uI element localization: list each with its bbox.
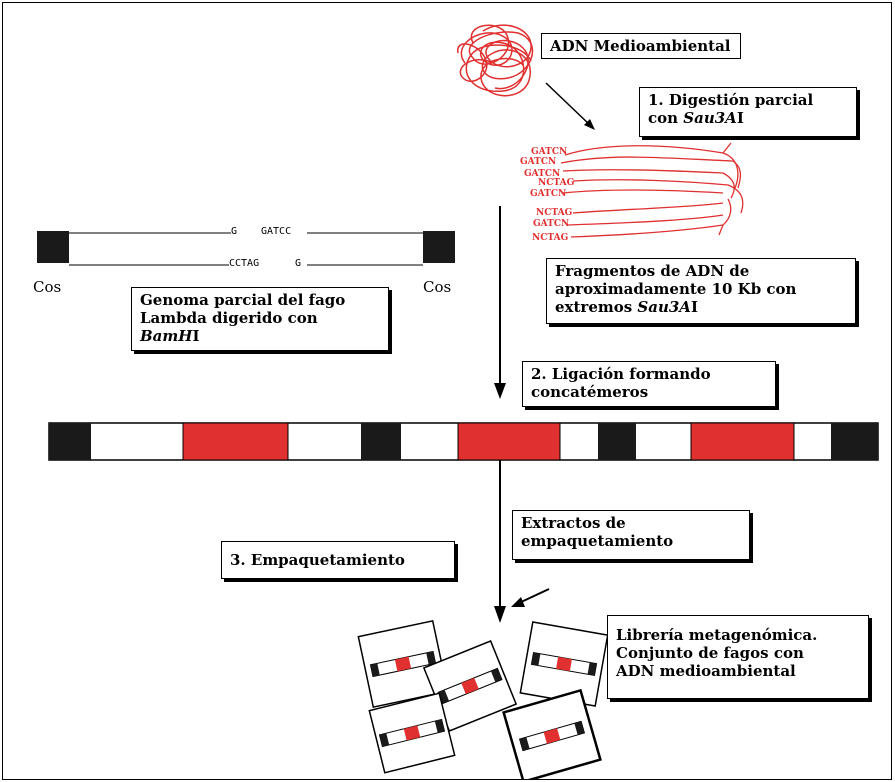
library-box: Librería metagenómica. Conjunto de fagos…: [607, 615, 869, 699]
step3-box: 3. Empaquetamiento: [221, 541, 455, 579]
fragment-end-label: NCTAG: [532, 233, 569, 243]
fragment-end-label: GATCN: [533, 219, 570, 229]
phage-1: [357, 619, 449, 709]
phage-5: [502, 688, 602, 779]
digestion-arrow: [545, 82, 595, 130]
concatemer: [48, 422, 879, 461]
fragment-end-label: GATCN: [530, 189, 567, 199]
step1-box: 1. Digestión parcial con Sau3AI: [639, 87, 857, 137]
seq-top-left: G: [231, 226, 238, 237]
seq-top-right: GATCC: [261, 226, 292, 237]
extracts-box: Extractos de empaquetamiento: [512, 510, 750, 560]
cos-left-label: Cos: [33, 278, 62, 296]
fragment-end-label: NCTAG: [536, 208, 573, 218]
genome-box: Genoma parcial del fago Lambda digerido …: [131, 287, 389, 351]
main-arrow-1: [494, 206, 506, 399]
phage-4: [368, 692, 456, 774]
cos-right-label: Cos: [423, 278, 452, 296]
phage-particles: [357, 619, 609, 779]
fragment-end-label: GATCN: [524, 169, 561, 179]
phage-3: [519, 621, 609, 707]
fragments-box: Fragmentos de ADN de aproximadamente 10 …: [546, 258, 856, 324]
env-dna-label: ADN Medioambiental: [541, 33, 741, 59]
step2-box: 2. Ligación formando concatémeros: [522, 361, 776, 407]
dna-fragments: [560, 142, 744, 238]
extracts-arrow: [511, 588, 550, 607]
diagram-canvas: [37, 24, 879, 779]
lambda-genome: [37, 231, 455, 266]
phage-2: [422, 640, 518, 732]
fragment-end-label: NCTAG: [538, 178, 575, 188]
seq-bottom-right: G: [295, 258, 302, 269]
env-dna-tangle: [457, 24, 534, 97]
fragment-end-label: GATCN: [520, 157, 557, 167]
fragment-end-label: GATCN: [531, 147, 568, 157]
main-arrow-2: [494, 460, 506, 623]
seq-bottom-left: CCTAG: [229, 258, 260, 269]
